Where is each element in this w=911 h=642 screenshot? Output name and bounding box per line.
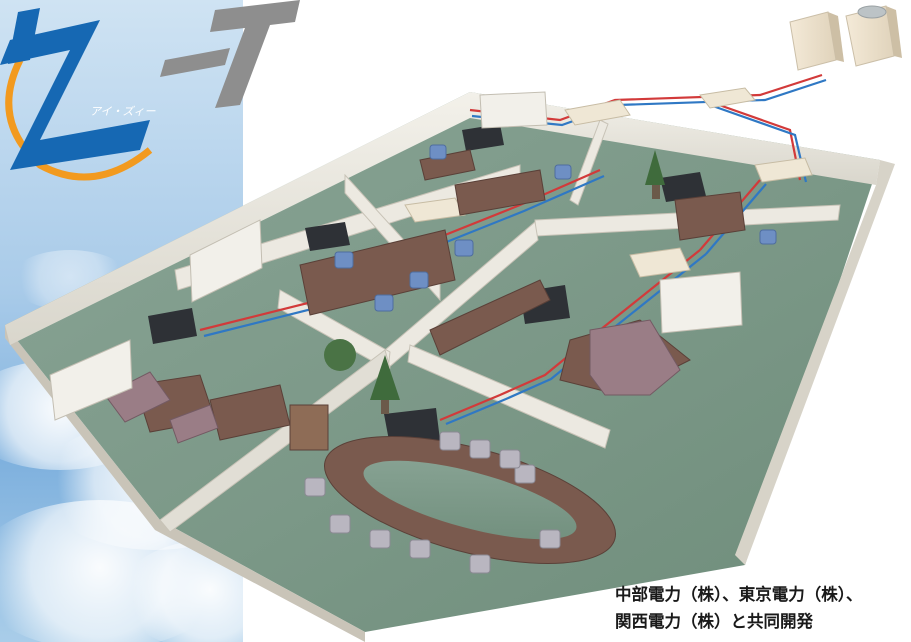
plant <box>324 150 665 414</box>
branch-box <box>404 87 813 278</box>
wall-picture <box>289 404 329 451</box>
caption-line-1: 中部電力（株）、東京電力（株）、 <box>615 585 863 604</box>
sofa <box>104 319 681 444</box>
caption-line-2: 関西電力（株）と共同開発 <box>615 612 813 631</box>
office-chair <box>334 144 777 312</box>
outdoor-unit <box>789 5 902 71</box>
logo-kana: アイ・ズィー <box>90 105 156 118</box>
logo-graphic: アイ・ズィー <box>0 0 300 181</box>
iz-t-logo: アイ・ズィー <box>0 0 300 200</box>
conference-chair <box>304 431 561 574</box>
bookshelf <box>49 91 743 421</box>
caption: 中部電力（株）、東京電力（株）、 関西電力（株）と共同開発 <box>615 581 863 635</box>
